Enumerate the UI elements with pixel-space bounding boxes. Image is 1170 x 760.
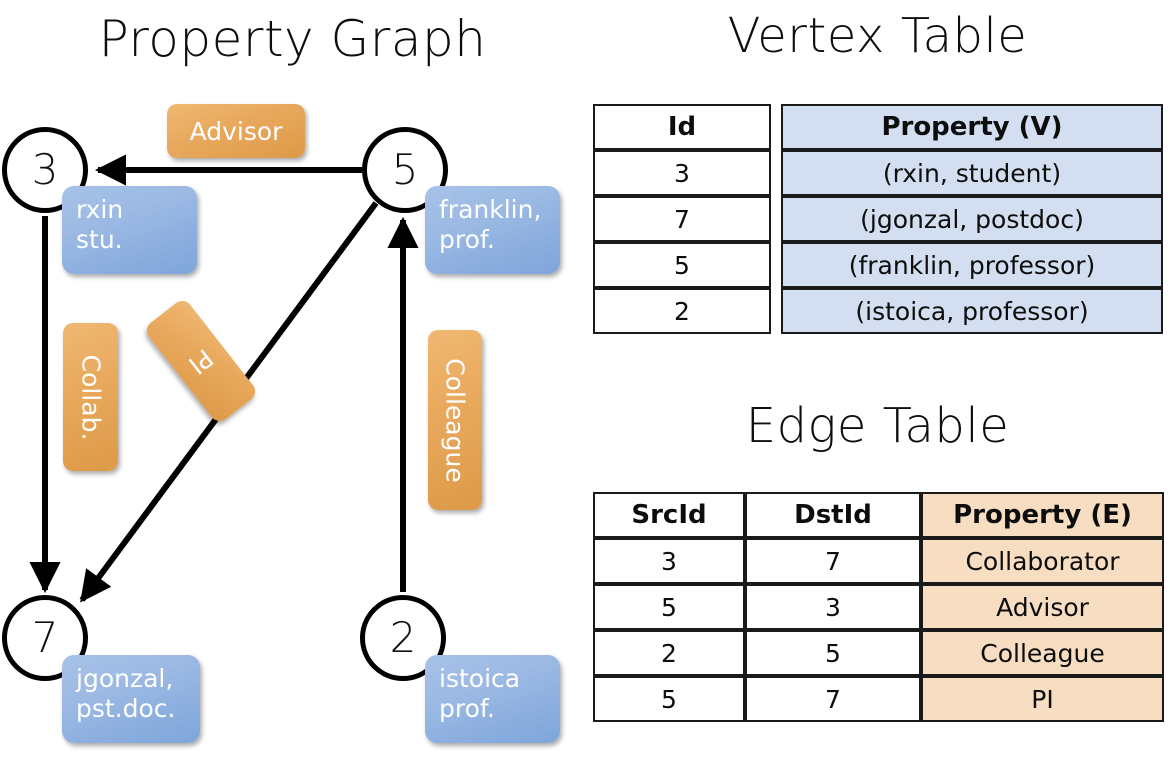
- edge-tag-advisor: Advisor: [167, 104, 305, 158]
- edge-header-dstid: DstId: [745, 492, 921, 538]
- table-row: 5 (franklin, professor): [593, 242, 1163, 288]
- callout-jgonzal-line2: pst.doc.: [76, 693, 176, 723]
- vertex-cell-id: 7: [593, 196, 771, 242]
- edge-cell-property: Collaborator: [921, 538, 1164, 584]
- callout-franklin-line1: franklin,: [439, 195, 542, 224]
- vertex-header-id: Id: [593, 104, 771, 150]
- callout-rxin-line2: stu.: [76, 224, 123, 254]
- graph-node-2-label: 2: [389, 613, 417, 662]
- vertex-cell-id: 5: [593, 242, 771, 288]
- edge-cell-dstid: 7: [745, 538, 921, 584]
- edge-tag-collab: Collab.: [63, 323, 118, 471]
- edge-cell-srcid: 2: [593, 630, 745, 676]
- table-header-row: Id Property (V): [593, 104, 1163, 150]
- edge-header-srcid: SrcId: [593, 492, 745, 538]
- table-row: 5 7 PI: [593, 676, 1164, 722]
- edge-table: SrcId DstId Property (E) 3 7 Collaborato…: [593, 492, 1164, 722]
- callout-franklin-line2: prof.: [439, 224, 495, 254]
- node-property-callout-rxin: rxin stu.: [62, 186, 197, 274]
- graph-node-7-label: 7: [31, 613, 59, 662]
- column-gap: [771, 288, 781, 334]
- column-gap: [771, 104, 781, 150]
- callout-istoica-line1: istoica: [439, 664, 521, 693]
- column-gap: [771, 242, 781, 288]
- table-row: 3 7 Collaborator: [593, 538, 1164, 584]
- table-row: 2 (istoica, professor): [593, 288, 1163, 334]
- graph-node-3-label: 3: [31, 145, 59, 194]
- vertex-cell-id: 2: [593, 288, 771, 334]
- edge-cell-dstid: 7: [745, 676, 921, 722]
- table-row: 7 (jgonzal, postdoc): [593, 196, 1163, 242]
- node-property-callout-franklin: franklin, prof.: [425, 186, 560, 274]
- vertex-cell-property: (rxin, student): [781, 150, 1163, 196]
- edge-cell-dstid: 3: [745, 584, 921, 630]
- vertex-cell-property: (jgonzal, postdoc): [781, 196, 1163, 242]
- page-title-edge-table: Edge Table: [745, 398, 1010, 454]
- table-row: 3 (rxin, student): [593, 150, 1163, 196]
- edge-cell-property: Colleague: [921, 630, 1164, 676]
- graph-node-5[interactable]: 5: [362, 127, 448, 213]
- edge-cell-property: PI: [921, 676, 1164, 722]
- column-gap: [771, 196, 781, 242]
- callout-istoica-line2: prof.: [439, 693, 495, 723]
- table-row: 5 3 Advisor: [593, 584, 1164, 630]
- property-graph-diagram: 3 5 7 2 rxin stu. franklin, prof. jgonza…: [2, 104, 560, 743]
- edge-tag-pi-label: PI: [183, 342, 219, 380]
- page-title-property-graph: Property Graph: [98, 10, 487, 68]
- vertex-cell-property: (franklin, professor): [781, 242, 1163, 288]
- node-property-callout-jgonzal: jgonzal, pst.doc.: [62, 655, 200, 743]
- vertex-cell-id: 3: [593, 150, 771, 196]
- vertex-table: Id Property (V) 3 (rxin, student) 7 (jgo…: [593, 104, 1163, 334]
- edge-cell-srcid: 3: [593, 538, 745, 584]
- callout-jgonzal-line1: jgonzal,: [76, 664, 174, 693]
- vertex-cell-property: (istoica, professor): [781, 288, 1163, 334]
- table-row: 2 5 Colleague: [593, 630, 1164, 676]
- node-property-callout-istoica: istoica prof.: [425, 655, 560, 743]
- edge-tag-colleague-label: Colleague: [440, 357, 470, 483]
- edge-tag-colleague: Colleague: [428, 330, 482, 510]
- edge-cell-srcid: 5: [593, 584, 745, 630]
- page-title-vertex-table: Vertex Table: [727, 8, 1028, 64]
- edge-tag-collab-label: Collab.: [76, 354, 105, 440]
- edge-cell-property: Advisor: [921, 584, 1164, 630]
- table-header-row: SrcId DstId Property (E): [593, 492, 1164, 538]
- column-gap: [771, 150, 781, 196]
- edge-cell-dstid: 5: [745, 630, 921, 676]
- graph-node-5-label: 5: [391, 145, 419, 194]
- edge-header-property: Property (E): [921, 492, 1164, 538]
- edge-cell-srcid: 5: [593, 676, 745, 722]
- graph-node-2[interactable]: 2: [360, 595, 446, 681]
- callout-rxin-line1: rxin: [76, 195, 124, 224]
- vertex-header-property: Property (V): [781, 104, 1163, 150]
- edge-tag-advisor-label: Advisor: [189, 116, 283, 146]
